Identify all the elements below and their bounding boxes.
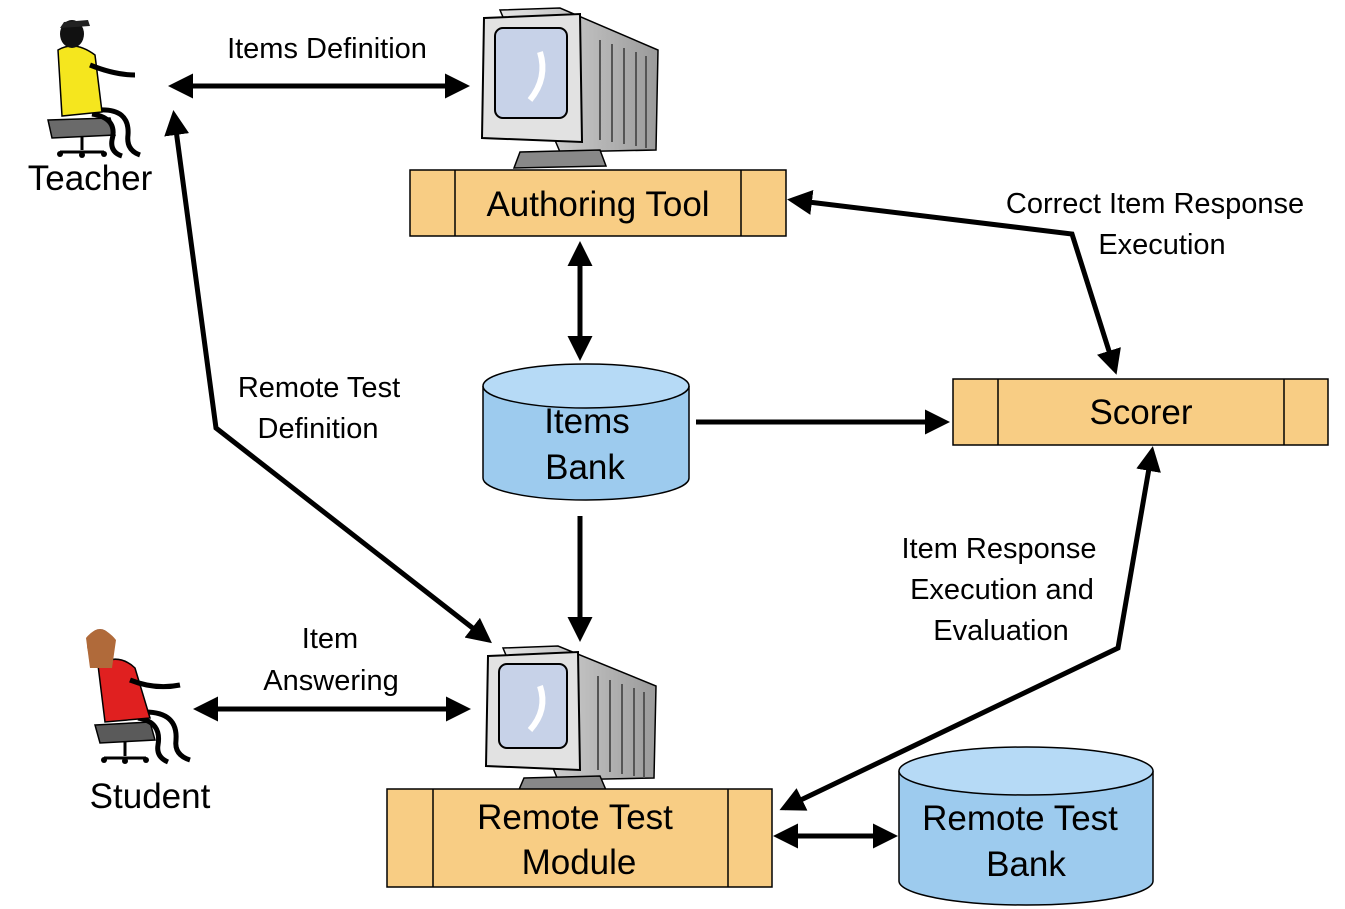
authoring-tool-label: Authoring Tool [486,185,709,224]
student-label: Student [90,777,211,816]
items-bank-label: Bank [545,448,625,487]
correct-item-response-label: Correct Item Response [1006,188,1304,220]
computer-monitor-icon [480,7,659,169]
remote-test-module-label: Remote Test [477,798,673,837]
item-response-evaluation-label: Execution and [910,574,1094,606]
remote-test-bank-label: Remote Test [922,799,1118,838]
remote-test-module-label: Module [522,843,637,882]
scorer-box [952,378,1329,446]
remote-test-definition-label: Remote Test [238,372,400,404]
correct-item-response-label: Execution [1098,229,1225,261]
items-definition-label: Items Definition [227,33,427,65]
remote-test-bank-label: Bank [986,845,1066,884]
scorer-label: Scorer [1089,393,1192,432]
remote-test-definition-label: Definition [258,413,379,445]
items-bank-label: Items [544,402,630,441]
student-icon [86,629,191,765]
item-response-evaluation-label: Item Response [901,533,1096,565]
correct-item-response-arrow [787,190,1121,375]
remote-test-module-box [386,788,773,888]
computer-monitor-icon [484,645,657,793]
remote-test-definition-arrow [164,110,492,644]
item-response-evaluation-arrow [779,446,1161,811]
teacher-icon [47,20,141,159]
item-answering-label: Answering [263,665,398,697]
item-answering-label: Item [302,623,358,655]
teacher-label: Teacher [28,159,153,198]
item-response-evaluation-label: Evaluation [933,615,1068,647]
